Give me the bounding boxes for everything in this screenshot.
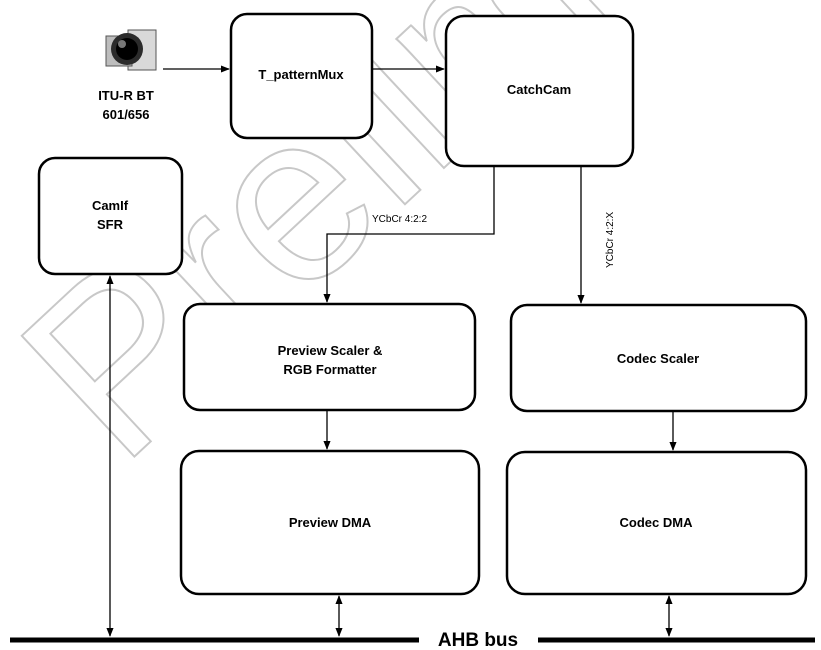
codec-dma-label: Codec DMA [620,515,694,530]
codec-scaler-label: Codec Scaler [617,351,699,366]
preview-scaler-label-line2: RGB Formatter [283,362,376,377]
catchcam-label: CatchCam [507,82,571,97]
preview-scaler-block: Preview Scaler & RGB Formatter [182,302,477,412]
pattern-mux-block: T_patternMux [229,12,374,140]
arrow-catchcam-to-preview-scaler [323,166,495,303]
camera-sensor-icon [105,29,157,71]
preview-scaler-label-line1: Preview Scaler & [278,343,383,358]
catchcam-block: CatchCam [444,14,635,168]
preview-format-label: YCbCr 4:2:2 [372,214,427,225]
pattern-mux-label: T_patternMux [258,67,344,82]
camif-label-line2: SFR [97,217,124,232]
preview-dma-label: Preview DMA [289,515,372,530]
source-label-line1: ITU-R BT [98,88,154,103]
codec-scaler-block: Codec Scaler [509,303,808,413]
camif-label-line1: CamIf [92,198,129,213]
camif-sfr-block: CamIf SFR [37,156,184,276]
source-label-line2: 601/656 [103,107,150,122]
ahb-bus-label: AHB bus [438,630,518,650]
preview-dma-block: Preview DMA [179,449,481,596]
codec-dma-block: Codec DMA [505,450,808,596]
codec-format-label: YCbCr 4:2:X [605,212,616,268]
